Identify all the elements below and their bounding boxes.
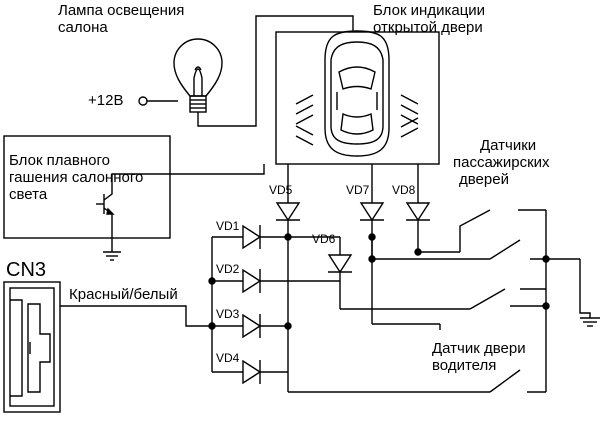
diode-vd2 (212, 268, 340, 294)
lamp-label-line2: салона (58, 19, 108, 36)
transistor-icon (96, 173, 170, 252)
vd8-label: VD8 (392, 183, 416, 197)
diode-vd3 (212, 313, 288, 339)
indicator-label-line1: Блок индикации (373, 2, 486, 19)
passenger-door-switches (510, 209, 580, 392)
diode-vd8 (405, 202, 431, 222)
connector-label: CN3 (6, 259, 47, 281)
vd3-label: VD3 (216, 307, 240, 321)
vd5-label: VD5 (269, 183, 293, 197)
dimmer-label-line1: Блок плавного (9, 152, 110, 169)
diode-vd5 (275, 202, 301, 222)
vd4-label: VD4 (216, 351, 240, 365)
lamp-icon (173, 38, 223, 113)
supply-label: +12В (88, 92, 124, 109)
driver-label-line2: водителя (432, 357, 497, 374)
vd2-label: VD2 (216, 262, 240, 276)
dimmer-label-line3: света (9, 186, 48, 203)
connector-icon (3, 281, 61, 413)
passenger-label-line3: дверей (459, 171, 509, 188)
vd7-label: VD7 (346, 183, 370, 197)
ground-icon (103, 251, 121, 261)
lamp-label-line1: Лампа освещения (58, 2, 185, 19)
passenger-label-line2: пассажирских (453, 154, 550, 171)
supply-terminal-icon (138, 96, 148, 106)
diode-vd7 (359, 202, 385, 222)
ground-icon (580, 317, 600, 327)
wire-label: Красный/белый (69, 286, 178, 303)
driver-label-line1: Датчик двери (432, 340, 526, 357)
dimmer-label-line2: гашения салонного (9, 169, 144, 186)
diode-vd4 (212, 359, 288, 385)
diode-vd1 (212, 224, 288, 250)
dimmer-block (3, 135, 171, 239)
vd6-label: VD6 (312, 232, 336, 246)
indicator-label-line2: открытой двери (373, 19, 483, 36)
vd1-label: VD1 (216, 219, 240, 233)
car-icon (295, 30, 419, 157)
diode-vd6 (327, 254, 353, 274)
indicator-block (275, 31, 440, 165)
passenger-label-line1: Датчики (480, 137, 537, 154)
